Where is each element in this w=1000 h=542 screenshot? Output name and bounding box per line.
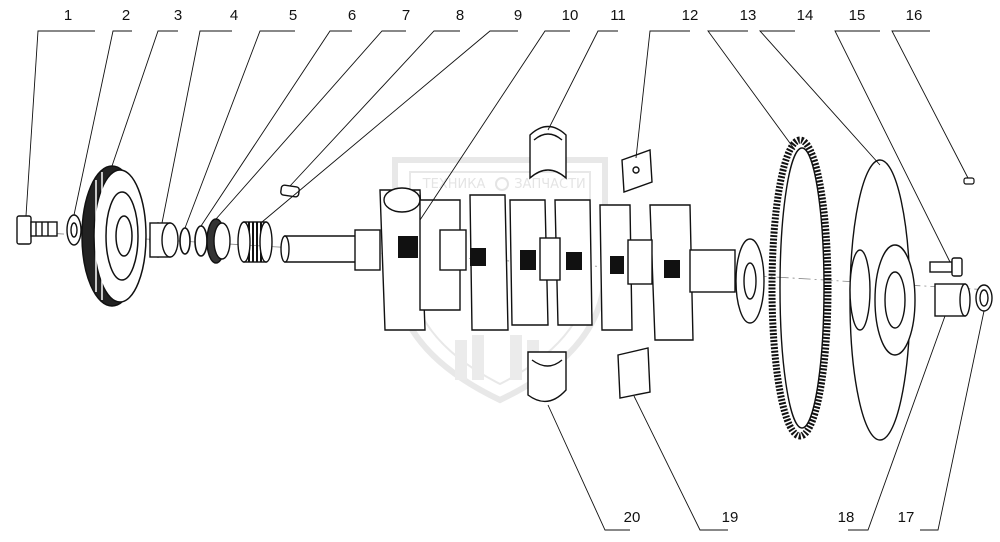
callout-11: 11: [610, 7, 626, 24]
part-12-bearing-shell: [621, 149, 653, 193]
part-4-spacer: [149, 222, 179, 258]
part-10-crankshaft: [280, 187, 765, 341]
callout-3: 3: [173, 7, 183, 24]
leader-lines: [25, 30, 985, 531]
callout-19: 19: [721, 509, 739, 526]
callout-16: 16: [905, 7, 923, 24]
watermark-gear-icon: [495, 177, 509, 191]
part-3-pulley: [81, 165, 147, 307]
callout-2: 2: [121, 7, 131, 24]
part-14-flywheel: [849, 159, 916, 441]
part-17-bushing: [975, 284, 993, 312]
callout-10: 10: [561, 7, 579, 24]
callout-20: 20: [623, 509, 641, 526]
watermark-right-word: ЗАПЧАСТИ: [514, 177, 586, 192]
callout-6: 6: [347, 7, 357, 24]
callout-13: 13: [739, 7, 757, 24]
callout-1: 1: [63, 7, 73, 24]
part-8-key: [280, 184, 300, 198]
callout-8: 8: [455, 7, 465, 24]
callout-5: 5: [288, 7, 298, 24]
callout-7: 7: [401, 7, 411, 24]
part-7-sprocket: [206, 218, 231, 264]
part-5-seal-ring: [179, 227, 191, 255]
callout-4: 4: [229, 7, 239, 24]
part-16-dowel-pin: [963, 177, 975, 185]
part-20-thrust-bearing-shell: [527, 351, 567, 403]
part-6-ring: [194, 225, 208, 257]
callout-9: 9: [513, 7, 523, 24]
part-2-washer: [66, 214, 82, 246]
part-18-spacer: [934, 283, 971, 317]
callout-17: 17: [897, 509, 915, 526]
callout-12: 12: [681, 7, 699, 24]
callout-15: 15: [848, 7, 866, 24]
part-13-ring-gear: [768, 136, 832, 440]
part-11-upper-bearing-shell: [529, 125, 567, 180]
watermark-left-word: ТЕХНИКА: [422, 177, 486, 192]
callout-14: 14: [796, 7, 814, 24]
part-1-bolt: [16, 215, 58, 245]
part-15-flywheel-bolt: [929, 257, 963, 277]
part-9-gear: [237, 221, 273, 263]
callout-18: 18: [837, 509, 855, 526]
part-19-lower-bearing-shell: [617, 347, 651, 399]
